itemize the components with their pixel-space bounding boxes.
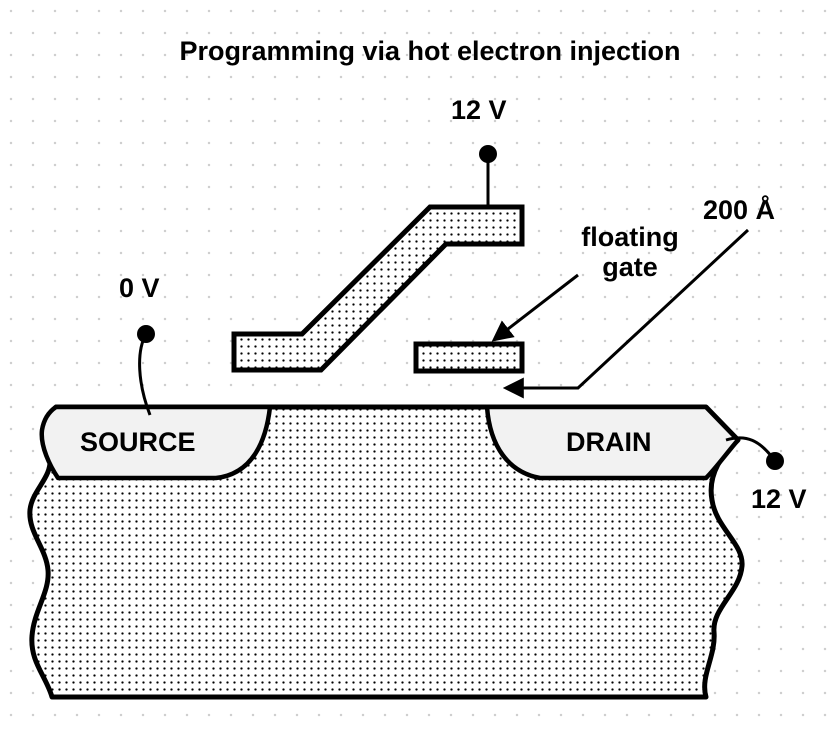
floating-gate-pointer: [491, 273, 579, 342]
drain-terminal-dot: [766, 452, 784, 470]
source-region: [39, 404, 273, 481]
drain-region: [484, 404, 741, 481]
floating-gate-label-line2: gate: [602, 252, 658, 282]
control-gate: [231, 204, 525, 373]
source-voltage-label: 0 V: [119, 273, 160, 303]
drain-region-label: DRAIN: [566, 427, 652, 457]
drain-voltage-label: 12 V: [751, 484, 807, 514]
source-terminal-lead: [138, 333, 152, 416]
floating-gate-label-line1: floating: [581, 222, 679, 252]
source-terminal-dot: [137, 325, 155, 343]
source-region-label: SOURCE: [80, 427, 196, 457]
gate-voltage-label: 12 V: [451, 95, 507, 125]
oxide-thickness-pointer: [502, 228, 750, 399]
floating-gate: [413, 341, 525, 374]
floating-gate-label: floating gate: [570, 222, 690, 282]
diagram-title: Programming via hot electron injection: [179, 36, 681, 66]
oxide-thickness-label: 200 Å: [703, 195, 776, 225]
gate-terminal-dot: [479, 145, 497, 163]
